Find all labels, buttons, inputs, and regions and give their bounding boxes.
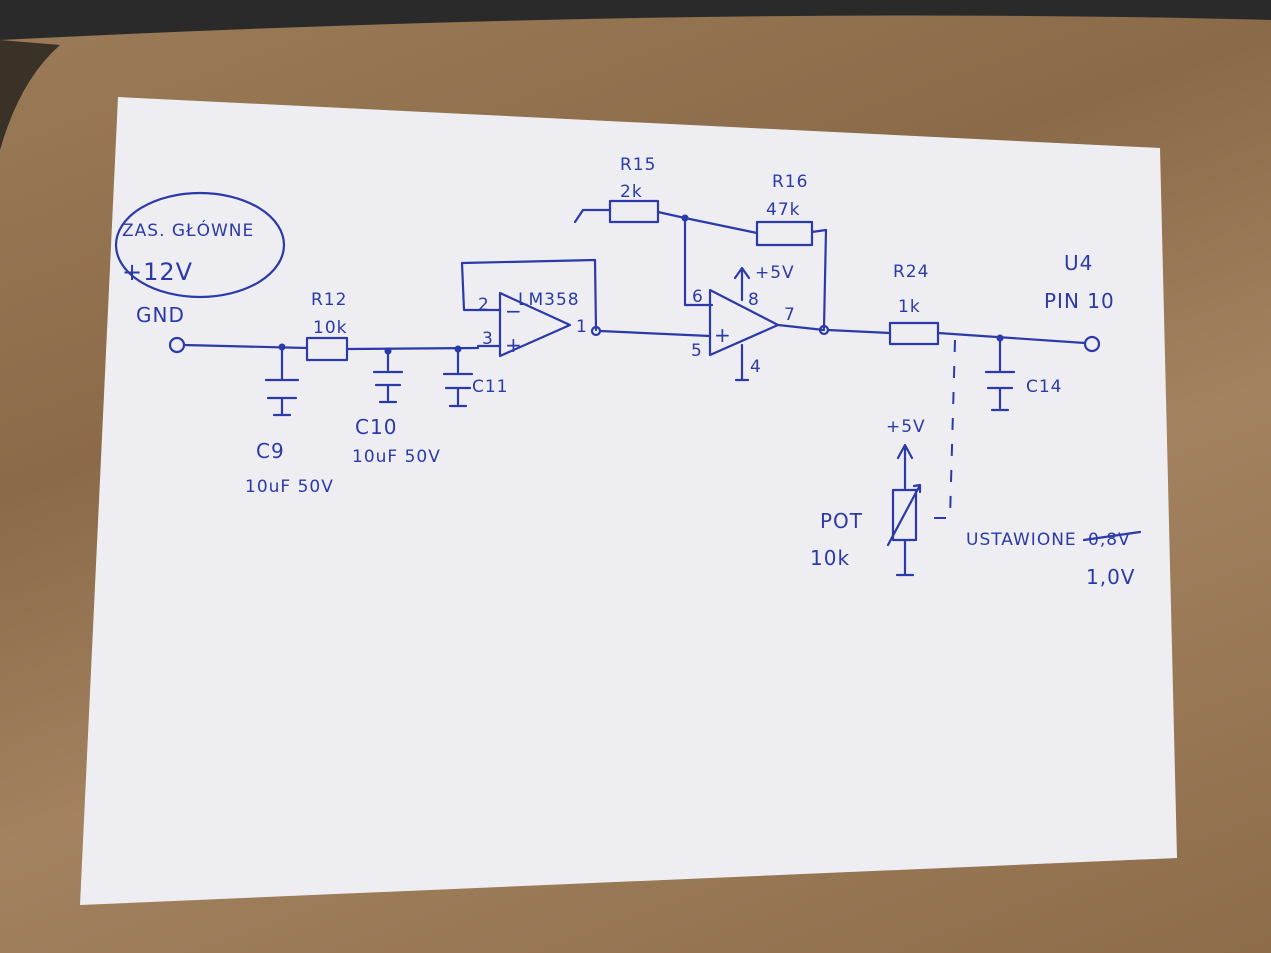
r24-value: 1k (898, 297, 921, 317)
opamp1-name: LM358 (518, 290, 580, 310)
r16-feedback-wire (810, 228, 828, 330)
r16-resistor (755, 220, 814, 247)
c10-name: C10 (355, 415, 397, 439)
set-new-value: 1,0V (1086, 565, 1136, 589)
pin5-label: 5 (691, 341, 703, 361)
wire (656, 210, 687, 220)
r15-ground-stub (573, 208, 612, 224)
r16-name: R16 (772, 172, 808, 192)
c9-capacitor (264, 345, 300, 417)
r24-name: R24 (893, 262, 929, 282)
c14-capacitor (984, 336, 1016, 412)
u4-name: U4 (1064, 251, 1093, 275)
pin6-wire (683, 216, 714, 307)
pin7-label: 7 (784, 305, 796, 325)
pot-name: POT (820, 509, 863, 533)
wire (776, 323, 826, 332)
opamp1-minus: − (505, 299, 523, 323)
pin4-label: 4 (750, 357, 762, 377)
r12-name: R12 (311, 290, 347, 310)
wire (683, 216, 759, 235)
opamp2-plus: + (714, 323, 732, 347)
supply-label-line2: +12V (122, 258, 193, 286)
opamp1-feedback-wire (460, 258, 598, 332)
c14-name: C14 (1026, 377, 1063, 397)
c11-name: C11 (472, 377, 509, 397)
pot-arrow (886, 483, 922, 547)
r15-value: 2k (620, 182, 643, 202)
paper-sheet (80, 97, 1177, 905)
pin6-label: 6 (692, 287, 704, 307)
wire (826, 328, 892, 335)
c9-name: C9 (256, 439, 285, 463)
c11-capacitor (442, 347, 474, 408)
supply-label-line1: ZAS. GŁÓWNE (122, 219, 254, 241)
opamp2-symbol (708, 288, 780, 357)
pin3-label: 3 (482, 329, 494, 349)
c9-value: 10uF 50V (245, 477, 334, 497)
supply-oval (114, 191, 286, 299)
pot-value: 10k (810, 546, 850, 570)
r12-value: 10k (313, 318, 347, 338)
wire (182, 343, 309, 350)
strike-through (1082, 530, 1142, 542)
pot-vcc-arrow (896, 443, 914, 492)
vcc-label: +5V (755, 263, 795, 283)
pin4-wire (734, 343, 750, 382)
u4-pin: PIN 10 (1044, 289, 1115, 313)
pot-ground (895, 538, 915, 577)
u4-terminal (1083, 335, 1101, 353)
pin8-label: 8 (748, 290, 760, 310)
set-label: USTAWIONE (966, 530, 1077, 550)
pot-vcc-label: +5V (886, 417, 926, 437)
pin1-label: 1 (576, 317, 588, 337)
c10-value: 10uF 50V (352, 447, 441, 467)
wire (598, 329, 712, 338)
set-old-value: 0,8V (1088, 530, 1131, 550)
pin2-label: 2 (478, 295, 490, 315)
dark-object (0, 0, 1271, 40)
opamp1-plus: + (505, 333, 523, 357)
r15-name: R15 (620, 155, 656, 175)
opamp1-symbol (498, 291, 572, 358)
dashed-link (930, 339, 956, 519)
vcc-arrow (733, 266, 751, 302)
gnd-label: GND (136, 303, 185, 327)
wire (936, 331, 1087, 345)
c10-capacitor (372, 349, 404, 404)
r16-value: 47k (766, 200, 800, 220)
